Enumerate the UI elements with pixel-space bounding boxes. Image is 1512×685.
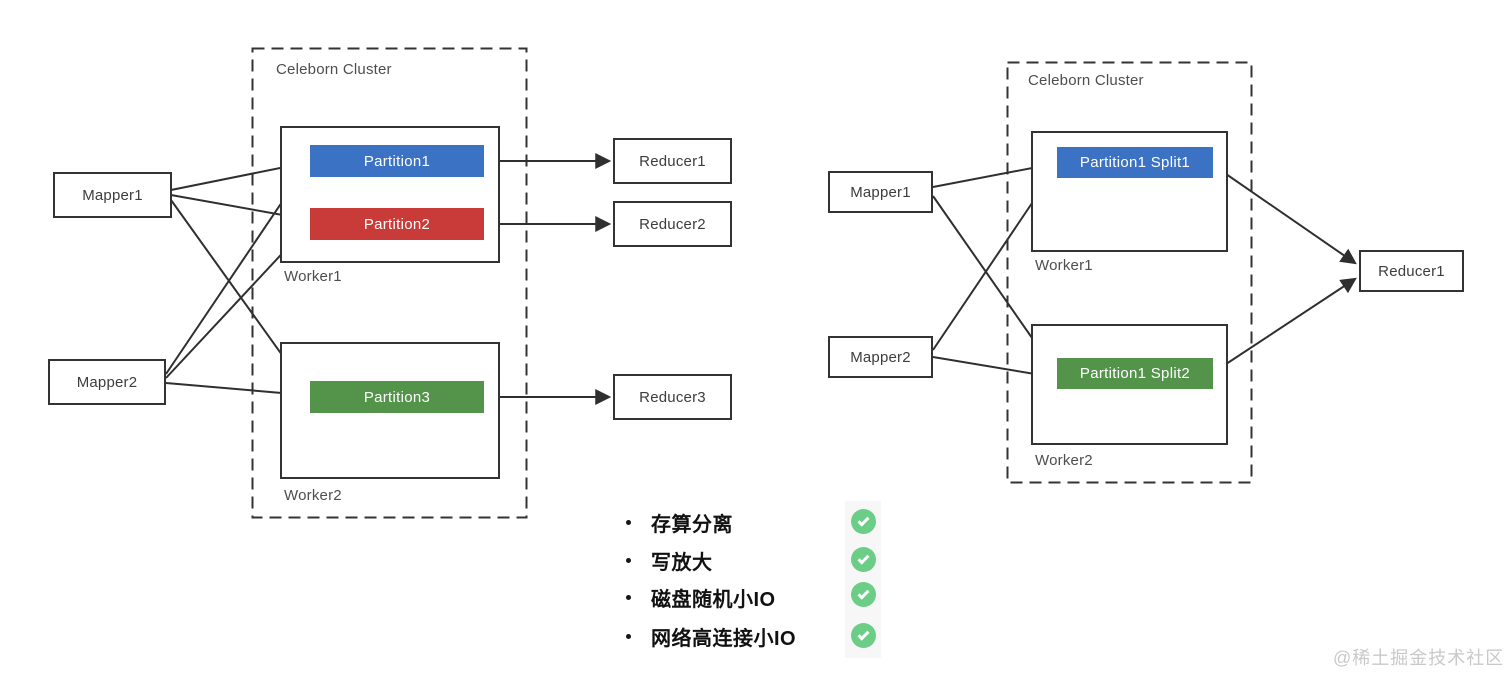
checklist-item-4: 网络高连接小IO (626, 622, 796, 650)
bullet-icon (626, 594, 631, 600)
right-reducer1-label: Reducer1 (1378, 262, 1445, 280)
check-circle-icon (851, 582, 876, 607)
right-partition1-split2-bar: Partition1 Split2 (1057, 358, 1213, 389)
checklist-item-3-text: 磁盘随机小IO (651, 588, 776, 611)
right-partition1-split2-label: Partition1 Split2 (1079, 365, 1191, 382)
check-circle-icon (851, 509, 876, 534)
check-icon (857, 514, 870, 527)
right-reducer1-box: Reducer1 (1359, 250, 1464, 292)
checklist-item-2: 写放大 (626, 546, 713, 574)
checklist-item-3: 磁盘随机小IO (626, 583, 776, 611)
right-cluster-label: Celeborn Cluster (1028, 72, 1144, 89)
left-worker2-label: Worker2 (284, 487, 342, 504)
left-worker1-label: Worker1 (284, 268, 342, 285)
left-partition2-label: Partition2 (363, 215, 431, 233)
left-reducer3-box: Reducer3 (613, 374, 732, 420)
left-reducer3-label: Reducer3 (639, 388, 706, 406)
left-reducer1-box: Reducer1 (613, 138, 732, 184)
check-icon (857, 552, 870, 565)
left-reducer1-label: Reducer1 (639, 152, 706, 170)
bullet-icon (626, 557, 631, 563)
bullet-icon (626, 633, 631, 639)
right-worker2-label: Worker2 (1035, 452, 1093, 469)
left-partition1-bar: Partition1 (310, 145, 484, 177)
left-reducer2-box: Reducer2 (613, 201, 732, 247)
checklist-item-1: 存算分离 (626, 508, 733, 536)
left-mapper1-label: Mapper1 (82, 186, 143, 204)
left-partition3-bar: Partition3 (310, 381, 484, 413)
checklist-item-1-text: 存算分离 (651, 513, 733, 536)
checklist-item-2-text: 写放大 (651, 551, 713, 574)
check-icon (857, 628, 870, 641)
right-mapper2-label: Mapper2 (850, 348, 911, 366)
check-circle-icon (851, 547, 876, 572)
check-icon (857, 587, 870, 600)
left-mapper2-label: Mapper2 (76, 373, 138, 391)
arrow-r-s2-r1 (1213, 277, 1357, 373)
left-mapper1-box: Mapper1 (53, 172, 172, 218)
right-partition1-split1-bar: Partition1 Split1 (1057, 147, 1213, 178)
left-partition2-bar: Partition2 (310, 208, 484, 240)
right-partition1-split1-label: Partition1 Split1 (1079, 154, 1191, 171)
checklist-item-4-text: 网络高连接小IO (651, 627, 797, 650)
left-reducer2-label: Reducer2 (639, 215, 706, 233)
right-mapper1-box: Mapper1 (828, 171, 933, 213)
left-cluster-label: Celeborn Cluster (276, 61, 392, 78)
left-partition1-label: Partition1 (363, 152, 431, 170)
left-mapper2-box: Mapper2 (48, 359, 166, 405)
left-partition3-label: Partition3 (363, 388, 431, 406)
watermark-text: @稀土掘金技术社区 (1333, 648, 1505, 668)
right-worker1-label: Worker1 (1035, 257, 1093, 274)
right-mapper2-box: Mapper2 (828, 336, 933, 378)
arrow-r-s1-r1 (1212, 164, 1357, 265)
bullet-icon (626, 519, 631, 525)
right-mapper1-label: Mapper1 (850, 183, 911, 201)
check-circle-icon (851, 623, 876, 648)
